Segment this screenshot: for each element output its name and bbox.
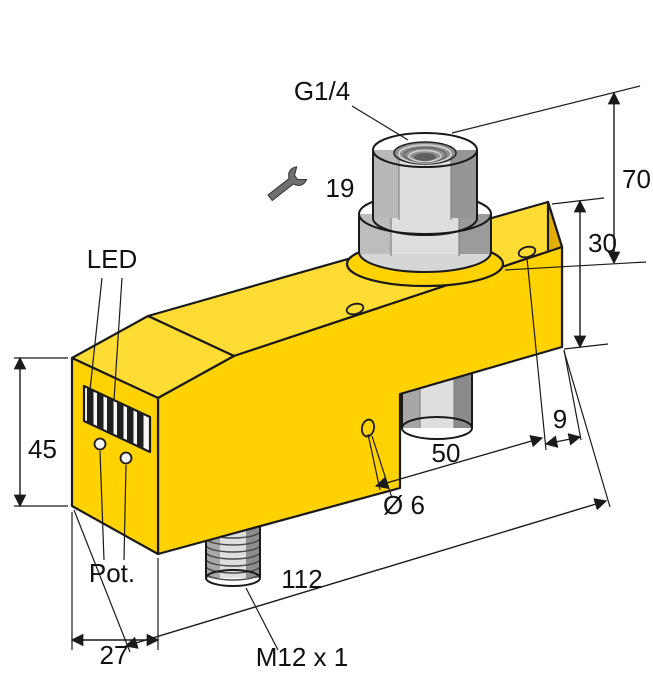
connector-leader-line xyxy=(245,587,279,651)
dim-112-extension-left xyxy=(73,509,131,653)
thread-ring xyxy=(408,149,442,163)
dim-9 xyxy=(544,349,582,448)
dim-9-extension xyxy=(563,349,582,441)
hex-top-face xyxy=(372,132,478,168)
led-display-window xyxy=(82,384,152,454)
thread-label: G1/4 xyxy=(294,76,350,106)
dim-112 xyxy=(73,350,611,653)
top-hex-fitting xyxy=(358,132,492,273)
wrench-size-label: 19 xyxy=(326,173,355,203)
dim-50 xyxy=(367,257,547,491)
connector-label: M12 x 1 xyxy=(256,642,349,672)
dim-112-extension-right xyxy=(563,350,611,508)
pot-adjuster-top xyxy=(93,437,107,451)
base-nut-facet-right xyxy=(459,214,491,254)
dim-70-extension-top xyxy=(451,85,641,134)
base-nut-sides xyxy=(358,214,492,252)
dim-30-extension-top xyxy=(551,197,605,205)
dim-70-label: 70 xyxy=(622,164,651,194)
hole-diameter-label: Ø 6 xyxy=(383,490,425,520)
mounting-hole-front xyxy=(360,418,376,438)
led-label: LED xyxy=(87,244,138,274)
dim-50-extension-right xyxy=(526,257,547,451)
mounting-hole-top-right xyxy=(517,245,537,259)
wrench-icon xyxy=(267,166,308,202)
dim-9-line xyxy=(544,433,582,448)
dim-30-extension-bottom xyxy=(563,343,609,350)
hex-sides xyxy=(372,150,478,220)
mounting-hole-top-left xyxy=(345,302,365,316)
dim-112-line xyxy=(124,498,608,649)
dim-9-label: 9 xyxy=(553,404,567,434)
led-leader-line-1 xyxy=(89,277,103,391)
dim-50-label: 50 xyxy=(432,438,461,468)
dim-112-label: 112 xyxy=(281,564,322,594)
thread-leader-line xyxy=(351,105,409,141)
base-nut-bottom-edge xyxy=(358,251,492,273)
thread-ring xyxy=(398,144,452,164)
pot-leader-line-1 xyxy=(99,450,105,561)
g-quarter-thread-hole xyxy=(393,141,457,165)
pot-label: Pot. xyxy=(89,558,135,588)
dim-50-line xyxy=(374,435,544,489)
dim-45 xyxy=(13,356,68,508)
pot-adjuster-bottom xyxy=(119,451,133,465)
led-leader-line-2 xyxy=(113,277,123,401)
base-nut-facet-left xyxy=(359,214,391,254)
thread-hole-bore xyxy=(414,153,436,161)
dim-45-label: 45 xyxy=(28,434,57,464)
hex-bottom-edge xyxy=(372,217,478,236)
led-segment-bars xyxy=(87,386,144,452)
dim-27-label: 27 xyxy=(100,640,129,670)
dim-30-label: 30 xyxy=(588,228,617,258)
dim-30 xyxy=(551,197,609,350)
